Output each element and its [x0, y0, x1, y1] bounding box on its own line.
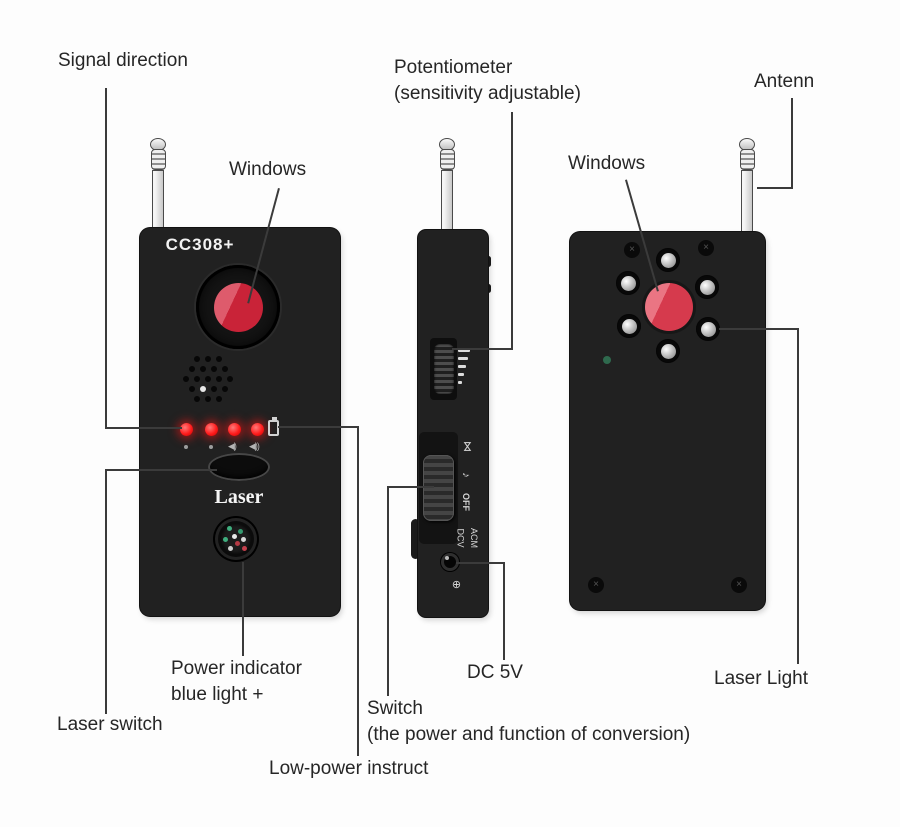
label-potentiometer: Potentiometer (sensitivity adjustable) [394, 55, 581, 107]
vibrate-mode-icon: ⋈ [461, 441, 473, 452]
callout-line-potentiometer-h [452, 348, 513, 350]
signal-level-dot-icon [209, 445, 213, 449]
callout-line-laser-switch-v [105, 469, 107, 714]
speaker-grille [183, 356, 233, 402]
off-marking: OFF [461, 493, 471, 511]
label-power-indicator-line1: Power indicator [171, 658, 302, 679]
callout-line-dc5v-h [456, 562, 505, 564]
callout-line-laser-light-h [719, 328, 799, 330]
callout-line-laser-light-v [797, 328, 799, 664]
device-side-view [418, 230, 488, 617]
label-potentiometer-line1: Potentiometer [394, 57, 513, 78]
sound-mode-icon: ♪ [459, 472, 472, 478]
signal-level-dot-icon [184, 445, 188, 449]
callout-line-switch-v [387, 486, 389, 696]
callout-line-low-power-h [278, 426, 359, 428]
callout-line-signal-direction-h [105, 427, 182, 429]
label-signal-direction: Signal direction [58, 50, 188, 71]
label-switch-line2: (the power and function of conversion) [367, 724, 691, 745]
dc-power-port [441, 553, 459, 571]
laser-led [616, 271, 640, 295]
laser-led [656, 248, 680, 272]
label-dc5v: DC 5V [467, 662, 523, 683]
screw: × [731, 577, 747, 593]
led-indicator-4 [251, 423, 264, 436]
sensitivity-tick [458, 349, 470, 352]
side-antenna [437, 138, 457, 232]
screw: × [624, 242, 640, 258]
laser-led [695, 275, 719, 299]
side-edge-bump [411, 519, 420, 559]
speaker-high-icon: ◀)) [249, 441, 260, 451]
side-edge-nub [486, 284, 491, 293]
antenna-neck [439, 149, 455, 170]
callout-line-power-indicator [242, 562, 244, 656]
label-antenna: Antenn [754, 71, 815, 92]
sensitivity-tick [458, 357, 468, 360]
antenna-neck [150, 149, 166, 170]
laser-led [656, 339, 680, 363]
antenna-shaft [441, 170, 453, 232]
laser-led [617, 314, 641, 338]
front-antenna [148, 138, 168, 232]
back-lens-window [645, 283, 693, 331]
screw: × [588, 577, 604, 593]
antenna-shaft [741, 170, 753, 234]
callout-line-laser-switch-h [105, 469, 217, 471]
dcv-marking: DCV [455, 528, 466, 548]
laser-label-on-device: Laser [214, 486, 264, 508]
label-potentiometer-line2: (sensitivity adjustable) [394, 83, 581, 104]
back-antenna [737, 138, 757, 234]
side-edge-nub [486, 256, 491, 267]
polarity-icon: ⊕ [450, 579, 463, 590]
callout-line-low-power-v [357, 426, 359, 756]
label-laser-switch: Laser switch [57, 714, 163, 735]
label-laser-light: Laser Light [714, 668, 809, 689]
model-text: CC308+ [165, 235, 235, 254]
led-indicator-3 [228, 423, 241, 436]
sensitivity-tick [458, 365, 466, 368]
led-indicator-2 [205, 423, 218, 436]
potentiometer-wheel [434, 344, 454, 394]
speaker-low-icon: ◀) [228, 441, 237, 451]
label-switch: Switch (the power and function of conver… [367, 696, 690, 748]
laser-viewfinder-lens [221, 524, 251, 554]
sensitivity-tick [458, 373, 464, 376]
label-switch-line1: Switch [367, 698, 423, 719]
laser-led [696, 317, 720, 341]
led-indicator-1 [180, 423, 193, 436]
antenna-shaft [152, 170, 164, 232]
acm-marking: ACM [469, 528, 479, 548]
callout-line-switch-h [387, 486, 434, 488]
laser-switch-button [208, 453, 270, 481]
label-windows-back: Windows [568, 153, 646, 174]
callout-line-antenna-v [791, 98, 793, 189]
callout-line-antenna-h [757, 187, 793, 189]
battery-icon [268, 417, 279, 436]
callout-line-signal-direction-v [105, 88, 107, 428]
antenna-neck [739, 149, 755, 170]
label-low-power: Low-power instruct [269, 758, 429, 779]
callout-line-potentiometer-v [511, 112, 513, 350]
label-windows-front: Windows [229, 159, 307, 180]
front-lens-window [214, 283, 263, 332]
label-power-indicator-line2: blue light + [171, 684, 264, 705]
mode-switch-knob [423, 455, 454, 521]
green-indicator-dot [603, 356, 611, 364]
label-power-indicator: Power indicator blue light + [171, 656, 302, 708]
screw: × [698, 240, 714, 256]
callout-line-dc5v-v [503, 562, 505, 660]
laser-viewfinder [215, 518, 257, 560]
sensitivity-tick [458, 381, 462, 384]
